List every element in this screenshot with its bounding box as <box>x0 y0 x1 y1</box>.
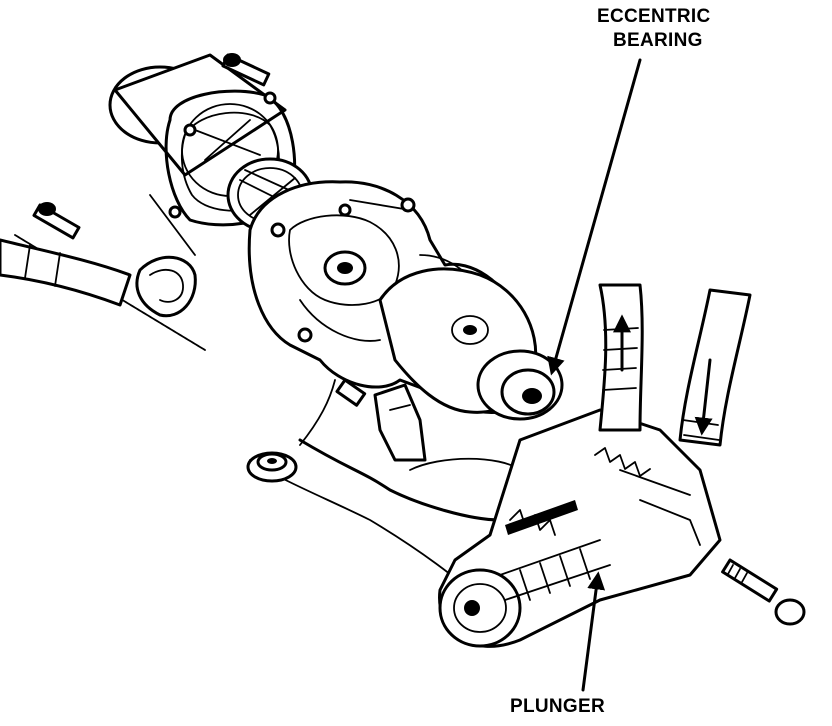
plunger-spring <box>505 447 651 536</box>
flow-arrows <box>613 314 713 436</box>
supply-hose-down <box>678 288 752 447</box>
return-hose-left <box>0 238 132 307</box>
mounting-grommet <box>246 451 298 483</box>
hose-clamp <box>135 255 197 318</box>
eccentric-bearing-label-line1: ECCENTRIC <box>597 6 711 27</box>
plunger-label: PLUNGER <box>510 696 605 717</box>
hose-clamp-bolt <box>32 202 81 240</box>
pump-bracket <box>335 378 427 462</box>
eccentric-bearing-hub <box>476 349 564 421</box>
fitting-bolt <box>721 558 806 626</box>
eccentric-bearing-label-line2: BEARING <box>613 30 703 51</box>
reservoir-bolt-top <box>221 53 271 87</box>
reservoir-can <box>108 53 287 197</box>
leader-lines <box>547 58 642 692</box>
valve-body <box>438 408 722 648</box>
